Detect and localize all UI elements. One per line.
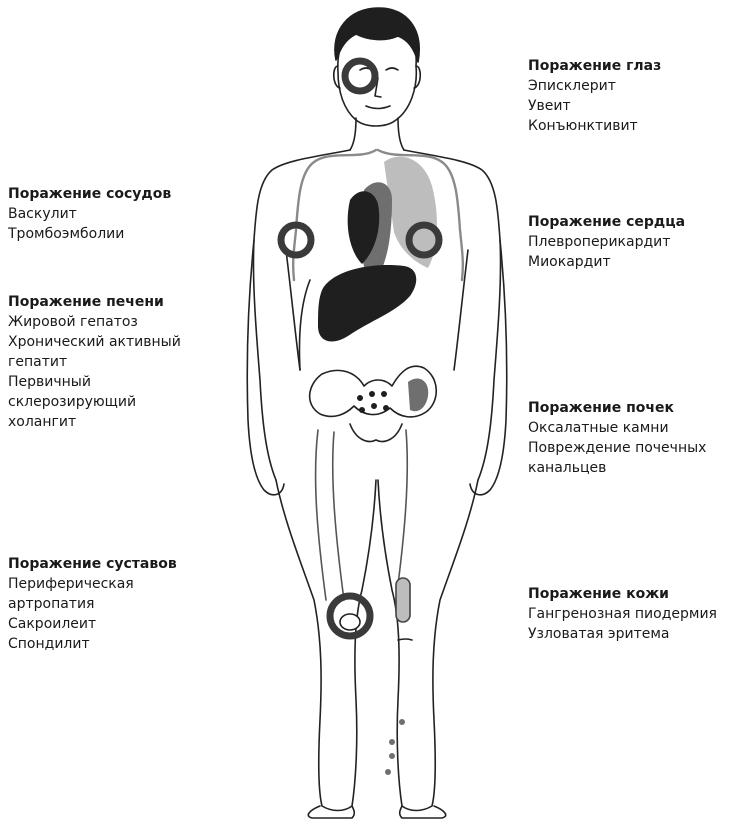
- organs: [318, 157, 437, 342]
- group-kidneys: Поражение почек Оксалатные камни Поврежд…: [528, 398, 706, 478]
- group-title: Поражение сосудов: [8, 184, 171, 204]
- group-item: Сакроилеит: [8, 614, 177, 634]
- group-heart: Поражение сердца Плевроперикардит Миокар…: [528, 212, 685, 272]
- marker-rings: [281, 61, 439, 636]
- group-item: Узловатая эритема: [528, 624, 717, 644]
- group-item: Гангренозная пиодермия: [528, 604, 717, 624]
- group-title: Поражение почек: [528, 398, 706, 418]
- group-item: Первичный: [8, 372, 181, 392]
- group-item: холангит: [8, 412, 181, 432]
- group-eyes: Поражение глаз Эписклерит Увеит Конъюнкт…: [528, 56, 661, 136]
- group-item: канальцев: [528, 458, 706, 478]
- group-item: Конъюнктивит: [528, 116, 661, 136]
- group-title: Поражение печени: [8, 292, 181, 312]
- group-title: Поражение кожи: [528, 584, 717, 604]
- pelvis: [310, 366, 437, 441]
- group-item: Повреждение почечных: [528, 438, 706, 458]
- group-item: Оксалатные камни: [528, 418, 706, 438]
- group-item: Хронический активный: [8, 332, 181, 352]
- group-joints: Поражение суставов Периферическая артроп…: [8, 554, 177, 654]
- group-item: Увеит: [528, 96, 661, 116]
- group-title: Поражение сердца: [528, 212, 685, 232]
- group-item: Миокардит: [528, 252, 685, 272]
- group-item: Плевроперикардит: [528, 232, 685, 252]
- group-vessels: Поражение сосудов Васкулит Тромбоэмболии: [8, 184, 171, 244]
- group-item: Тромбоэмболии: [8, 224, 171, 244]
- legs: [276, 430, 478, 818]
- group-item: Спондилит: [8, 634, 177, 654]
- group-title: Поражение глаз: [528, 56, 661, 76]
- group-item: склерозирующий: [8, 392, 181, 412]
- group-item: Васкулит: [8, 204, 171, 224]
- group-item: артропатия: [8, 594, 177, 614]
- group-item: Жировой гепатоз: [8, 312, 181, 332]
- group-skin: Поражение кожи Гангренозная пиодермия Уз…: [528, 584, 717, 644]
- group-item: гепатит: [8, 352, 181, 372]
- group-item: Периферическая: [8, 574, 177, 594]
- group-liver: Поражение печени Жировой гепатоз Хрониче…: [8, 292, 181, 432]
- group-item: Эписклерит: [528, 76, 661, 96]
- group-title: Поражение суставов: [8, 554, 177, 574]
